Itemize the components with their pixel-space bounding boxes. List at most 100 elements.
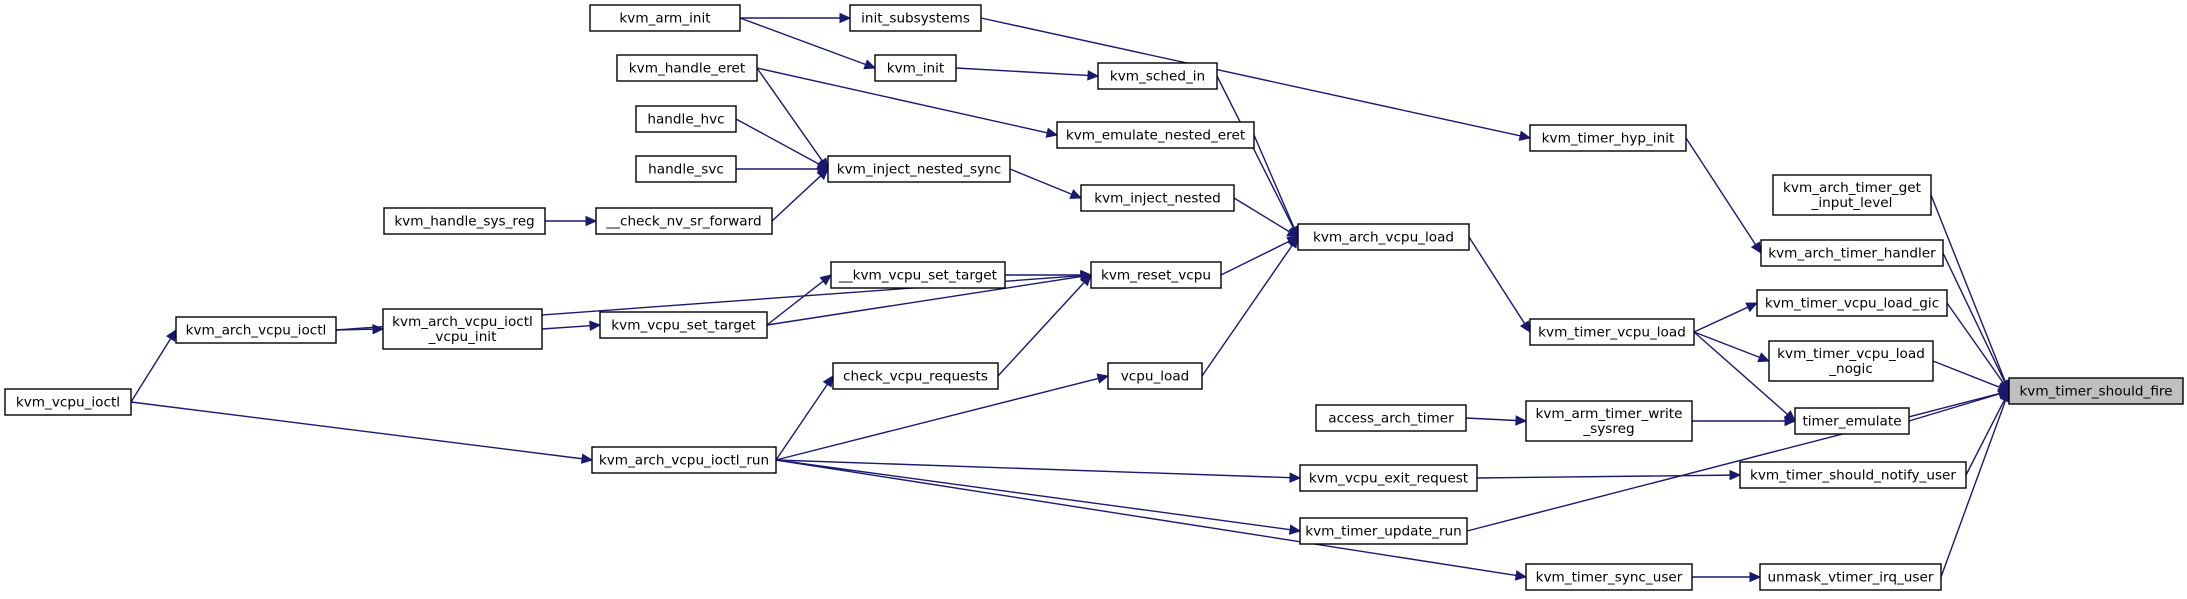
call-edge-__check_nv_sr_forward-to-kvm_inject_nested_sync [771,168,829,222]
node-kvm-arm-init[interactable]: kvm_arm_init [589,4,741,32]
node-label: _sysreg [1582,421,1634,437]
node-label: kvm_arm_init [619,11,710,27]
node-kvm-handle-eret[interactable]: kvm_handle_eret [616,54,758,82]
node-label: kvm_timer_vcpu_load [1538,325,1686,341]
edge-line [1233,197,1290,233]
node-kvm-timer-vcpu-load-nogic[interactable]: kvm_timer_vcpu_load_nogic [1768,340,1934,382]
edge-line [766,275,1082,326]
edge-line [1908,393,2000,422]
node-kvm-arch-vcpu-ioctl-run[interactable]: kvm_arch_vcpu_ioctl_run [591,446,777,474]
node-kvm-inject-nested[interactable]: kvm_inject_nested [1080,184,1235,212]
node-kvm-arm-timer-write-sysreg[interactable]: kvm_arm_timer_write_sysreg [1525,400,1693,442]
node-kvm-handle-sys-reg[interactable]: kvm_handle_sys_reg [383,207,546,235]
node-kvm-arch-vcpu-load[interactable]: kvm_arch_vcpu_load [1297,223,1470,251]
edge-line [1009,168,1073,195]
call-edge-kvm_arm_init-to-init_subsystems [740,12,852,24]
call-edge-handle_hvc-to-kvm_inject_nested_sync [735,118,830,170]
edge-line [955,67,1089,77]
edge-line [1940,400,2007,578]
node---check-nv-sr-forward[interactable]: __check_nv_sr_forward [595,207,773,235]
node-kvm-timer-hyp-init[interactable]: kvm_timer_hyp_init [1529,124,1687,152]
arrowhead-icon [1286,227,1300,238]
node-kvm-inject-nested-sync[interactable]: kvm_inject_nested_sync [827,155,1011,183]
node-label: access_arch_timer [1328,411,1454,427]
node-kvm-vcpu-set-target[interactable]: kvm_vcpu_set_target [599,311,768,339]
node-kvm-vcpu-exit-request[interactable]: kvm_vcpu_exit_request [1299,464,1478,492]
edge-line [735,118,820,165]
edge-line [1932,360,2000,388]
arrowhead-icon [1745,302,1759,313]
edge-line [739,17,866,66]
edge-line [541,324,591,330]
node-box [827,155,1011,183]
node-kvm-timer-vcpu-load-gic[interactable]: kvm_timer_vcpu_load_gic [1756,289,1948,317]
edge-line [1693,331,1760,359]
node-kvm-arch-timer-get-input-level[interactable]: kvm_arch_timer_get_input_level [1772,174,1932,216]
edge-line [775,377,1099,461]
node-box [1772,174,1932,216]
node---kvm-vcpu-set-target[interactable]: __kvm_vcpu_set_target [830,261,1006,289]
node-kvm-timer-should-fire[interactable]: kvm_timer_should_fire [2008,377,2184,405]
node-box [591,446,777,474]
call-edge-vcpu_load-to-kvm_arch_vcpu_load [1201,235,1299,377]
node-kvm-arch-vcpu-ioctl-vcpu-init[interactable]: kvm_arch_vcpu_ioctl_vcpu_init [382,308,543,350]
arrowhead-icon [1096,373,1110,384]
call-edge-access_arch_timer-to-kvm_arm_timer_write_sysreg [1465,415,1528,426]
node-box [1299,517,1468,545]
node-kvm-reset-vcpu[interactable]: kvm_reset_vcpu [1090,261,1222,289]
edge-line [1693,306,1749,333]
node-label: kvm_arch_vcpu_ioctl [392,314,533,330]
call-edge-kvm_handle_sys_reg-to-__check_nv_sr_forward [545,215,598,227]
edge-line [1466,392,2000,532]
node-label: handle_svc [648,162,724,178]
node-check-vcpu-requests[interactable]: check_vcpu_requests [832,362,999,390]
node-init-subsystems[interactable]: init_subsystems [849,4,982,32]
edge-line [1253,134,1295,229]
node-kvm-timer-vcpu-load[interactable]: kvm_timer_vcpu_load [1529,318,1695,346]
edge-line [756,67,823,162]
node-box [1315,404,1467,432]
node-box [175,316,337,344]
node-box [1107,362,1203,390]
node-box [1297,223,1470,251]
node-label: handle_hvc [647,112,724,128]
node-kvm-timer-sync-user[interactable]: kvm_timer_sync_user [1525,563,1693,591]
arrowhead-icon [1519,320,1531,334]
node-handle-svc[interactable]: handle_svc [635,155,737,183]
edge-line [775,459,1517,577]
node-access-arch-timer[interactable]: access_arch_timer [1315,404,1467,432]
node-kvm-emulate-nested-eret[interactable]: kvm_emulate_nested_eret [1056,121,1255,149]
arrowhead-icon [1729,469,1742,481]
edge-line [766,280,824,326]
node-label: kvm_timer_update_run [1305,524,1462,540]
node-box [832,362,999,390]
node-label: kvm_timer_hyp_init [1542,131,1675,147]
node-label: kvm_inject_nested_sync [837,162,1002,178]
node-vcpu-load[interactable]: vcpu_load [1107,362,1203,390]
node-unmask-vtimer-irq-user[interactable]: unmask_vtimer_irq_user [1759,563,1942,591]
node-kvm-arch-vcpu-ioctl[interactable]: kvm_arch_vcpu_ioctl [175,316,337,344]
node-kvm-vcpu-ioctl[interactable]: kvm_vcpu_ioctl [4,388,132,416]
node-timer-emulate[interactable]: timer_emulate [1794,407,1910,435]
edge-line [130,338,172,403]
node-kvm-arch-timer-handler[interactable]: kvm_arch_timer_handler [1760,239,1944,267]
node-kvm-timer-should-notify-user[interactable]: kvm_timer_should_notify_user [1739,461,1967,489]
node-label: kvm_sched_in [1110,69,1205,85]
node-label: kvm_timer_should_notify_user [1750,468,1956,484]
node-box [1759,563,1942,591]
node-label: kvm_arch_vcpu_ioctl [186,323,327,339]
node-kvm-init[interactable]: kvm_init [874,54,957,82]
node-kvm-timer-update-run[interactable]: kvm_timer_update_run [1299,517,1468,545]
node-label: kvm_vcpu_set_target [611,318,755,334]
node-box [2008,377,2184,405]
node-handle-hvc[interactable]: handle_hvc [635,105,737,133]
node-box [382,308,543,350]
node-box [635,155,737,183]
edge-line [1476,474,1731,479]
edge-line [775,459,1291,531]
arrowhead-icon [1514,570,1528,581]
node-box [4,388,132,416]
node-box [616,54,758,82]
arrowhead-icon [816,168,829,181]
node-kvm-sched-in[interactable]: kvm_sched_in [1097,62,1218,90]
